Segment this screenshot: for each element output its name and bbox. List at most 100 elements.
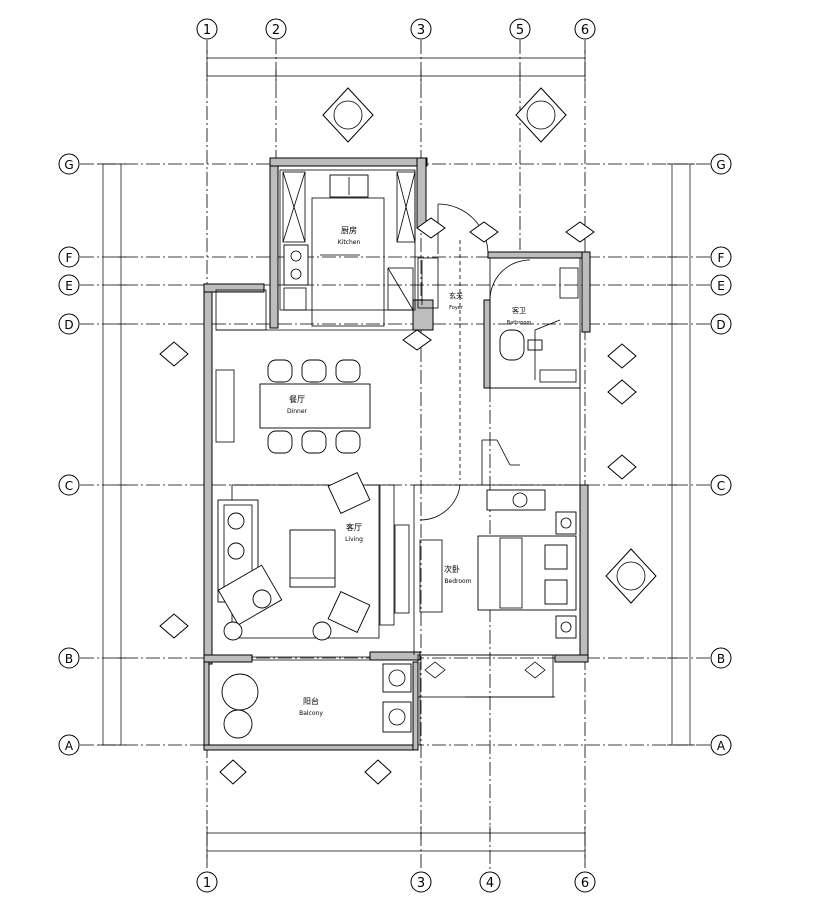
svg-text:3: 3 bbox=[417, 23, 425, 38]
dining-table bbox=[259, 383, 371, 429]
svg-text:A: A bbox=[717, 739, 726, 753]
balcony-label-en: Balcony bbox=[299, 710, 323, 717]
bedroom-label-cn: 次卧 bbox=[444, 564, 460, 574]
axis-bubble-right-G: G bbox=[710, 153, 732, 175]
svg-text:G: G bbox=[64, 158, 73, 172]
axis-bubble-left-B: B bbox=[58, 647, 80, 669]
svg-text:G: G bbox=[716, 158, 725, 172]
axis-bubble-right-A: A bbox=[710, 734, 732, 756]
svg-text:4: 4 bbox=[486, 876, 494, 891]
svg-text:6: 6 bbox=[581, 23, 589, 38]
svg-text:5: 5 bbox=[516, 23, 524, 38]
axis-bubbles-right: G F E D C B A bbox=[710, 153, 732, 756]
dining-label-cn: 餐厅 bbox=[289, 395, 305, 404]
balcony-chair bbox=[223, 709, 253, 739]
svg-text:3: 3 bbox=[417, 876, 425, 891]
wardrobe bbox=[486, 489, 546, 511]
elevation-markers bbox=[322, 87, 657, 604]
axis-bubble-left-G: G bbox=[58, 153, 80, 175]
axis-bubble-right-B: B bbox=[710, 647, 732, 669]
toilet bbox=[499, 329, 525, 361]
section-marker bbox=[565, 221, 595, 243]
svg-text:1: 1 bbox=[203, 876, 211, 891]
living-label-en: Living bbox=[345, 536, 363, 543]
section-marker bbox=[159, 341, 189, 367]
bathroom: 客卫 Bathroom bbox=[489, 257, 581, 389]
axis-bubble-top-6: 6 bbox=[574, 18, 596, 40]
axis-bubble-right-D: D bbox=[710, 313, 732, 335]
axis-bubble-right-C: C bbox=[710, 474, 732, 496]
dining-chair bbox=[301, 430, 327, 454]
dining: 餐厅 Dinner bbox=[215, 359, 371, 454]
axis-bubble-left-F: F bbox=[58, 246, 80, 268]
bay-window bbox=[417, 654, 554, 698]
bathroom-label-cn: 客卫 bbox=[512, 306, 526, 315]
dining-label-en: Dinner bbox=[287, 408, 308, 415]
section-marker bbox=[469, 221, 499, 243]
section-marker bbox=[607, 343, 637, 369]
kitchen-label-en: Kitchen bbox=[338, 239, 361, 246]
dining-chair bbox=[267, 430, 293, 454]
axis-bubble-left-A: A bbox=[58, 734, 80, 756]
svg-text:B: B bbox=[717, 652, 725, 666]
axis-bubble-left-C: C bbox=[58, 474, 80, 496]
dining-chair bbox=[267, 359, 293, 383]
axis-bubbles-bottom: 1 3 4 6 bbox=[196, 871, 596, 893]
section-markers bbox=[159, 217, 637, 785]
axis-bubble-bottom-4: 4 bbox=[479, 871, 501, 893]
balcony: 阳台 Balcony bbox=[221, 663, 412, 739]
section-marker bbox=[607, 454, 637, 480]
bathroom-label-en: Bathroom bbox=[507, 320, 532, 326]
section-marker bbox=[364, 759, 392, 785]
armchair bbox=[327, 472, 371, 514]
foyer-label-cn: 玄关 bbox=[449, 291, 463, 300]
stairs bbox=[481, 439, 520, 485]
svg-text:D: D bbox=[64, 318, 73, 332]
dining-chair bbox=[301, 359, 327, 383]
partitions bbox=[211, 289, 581, 745]
bedroom-label-en: Bedroom bbox=[444, 578, 471, 585]
svg-text:A: A bbox=[65, 739, 74, 753]
dining-chair bbox=[335, 430, 361, 454]
svg-text:6: 6 bbox=[581, 876, 589, 891]
section-marker bbox=[219, 759, 247, 785]
armchair bbox=[327, 591, 371, 633]
sofa-chaise bbox=[217, 564, 283, 626]
kitchen: 厨房 Kitchen bbox=[279, 169, 416, 327]
axis-bubble-left-D: D bbox=[58, 313, 80, 335]
living-label-cn: 客厅 bbox=[346, 522, 362, 532]
svg-text:1: 1 bbox=[203, 23, 211, 38]
kitchen-label-cn: 厨房 bbox=[341, 225, 357, 235]
section-marker bbox=[416, 217, 446, 239]
bedroom: 次卧 Bedroom bbox=[419, 484, 577, 639]
dimension-lines bbox=[98, 50, 695, 858]
elevation-marker-bathroom bbox=[515, 87, 567, 143]
axis-bubble-right-E: E bbox=[710, 274, 732, 296]
axis-bubble-top-2: 2 bbox=[265, 18, 287, 40]
coffee-table bbox=[289, 529, 336, 588]
walls bbox=[203, 157, 591, 751]
svg-text:F: F bbox=[718, 251, 725, 265]
nightstand bbox=[555, 615, 577, 639]
kitchen-stove bbox=[283, 244, 309, 286]
elevation-marker-bedroom bbox=[605, 548, 657, 604]
svg-text:E: E bbox=[717, 279, 725, 293]
axis-bubble-right-F: F bbox=[710, 246, 732, 268]
nightstand bbox=[555, 511, 577, 535]
section-marker bbox=[402, 329, 432, 351]
section-marker bbox=[607, 379, 637, 405]
axis-bubbles-top: 1 2 3 5 6 bbox=[196, 18, 596, 40]
axis-bubble-top-1: 1 bbox=[196, 18, 218, 40]
svg-text:2: 2 bbox=[272, 23, 280, 38]
living: 客厅 Living bbox=[217, 472, 410, 641]
svg-text:E: E bbox=[65, 279, 73, 293]
balcony-label-cn: 阳台 bbox=[303, 696, 319, 706]
section-marker bbox=[159, 613, 189, 639]
washing-machine bbox=[382, 663, 412, 693]
axis-bubble-top-3: 3 bbox=[410, 18, 432, 40]
axis-bubble-bottom-1: 1 bbox=[196, 871, 218, 893]
svg-text:C: C bbox=[717, 479, 725, 493]
svg-text:C: C bbox=[65, 479, 73, 493]
axis-bubble-left-E: E bbox=[58, 274, 80, 296]
